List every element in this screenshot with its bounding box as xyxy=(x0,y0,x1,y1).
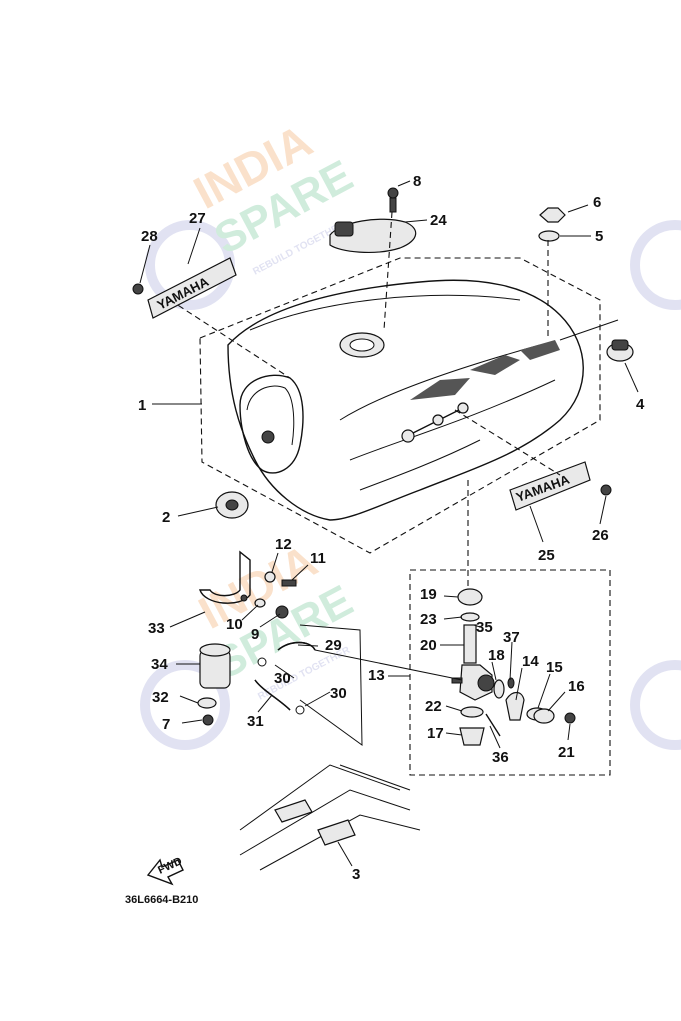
rear-damper-rubber xyxy=(606,339,634,362)
nut-and-washer xyxy=(538,207,566,242)
watermark-circle-left-bottom xyxy=(140,660,230,750)
tank-assembly-outline xyxy=(199,257,601,554)
front-damper-rubber xyxy=(215,491,249,519)
fuel-filter xyxy=(197,643,231,726)
callout-labels: 1 2 3 4 5 6 7 8 9 10 11 12 13 14 15 16 1… xyxy=(138,173,645,883)
callout-30-lower: 30 xyxy=(330,685,347,702)
callout-30-upper: 30 xyxy=(274,670,291,687)
guide-line-damper xyxy=(559,319,619,341)
fuel-cock-assembly xyxy=(451,588,576,746)
filter-bracket xyxy=(199,550,251,604)
callout-24: 24 xyxy=(430,212,447,229)
callout-12: 12 xyxy=(275,536,292,553)
forward-arrow-label: FWD xyxy=(156,855,184,876)
callout-5: 5 xyxy=(595,228,603,245)
callout-14: 14 xyxy=(522,653,539,670)
emblem-right-text: YAMAHA xyxy=(514,471,572,504)
callout-20: 20 xyxy=(420,637,437,654)
callout-9: 9 xyxy=(251,626,259,643)
callout-28: 28 xyxy=(141,228,158,245)
callout-26: 26 xyxy=(592,527,609,544)
callout-22: 22 xyxy=(425,698,442,715)
callout-37: 37 xyxy=(503,629,520,646)
callout-32: 32 xyxy=(152,689,169,706)
callout-13: 13 xyxy=(368,667,385,684)
frame-section xyxy=(239,764,421,871)
guide-line-emblem-right xyxy=(454,409,561,476)
watermark-circle-right xyxy=(630,220,681,310)
callout-16: 16 xyxy=(568,678,585,695)
callout-19: 19 xyxy=(420,586,437,603)
callout-1: 1 xyxy=(138,397,146,414)
fuel-tank xyxy=(227,279,584,521)
callout-18: 18 xyxy=(488,647,505,664)
leader-lines xyxy=(139,180,639,867)
emblem-right: YAMAHA xyxy=(509,461,612,511)
callout-11: 11 xyxy=(310,550,326,567)
callout-2: 2 xyxy=(162,509,170,526)
callout-36: 36 xyxy=(492,749,509,766)
callout-8: 8 xyxy=(413,173,421,190)
callout-31: 31 xyxy=(247,713,264,730)
fuel-cock-box xyxy=(409,569,611,776)
callout-35: 35 xyxy=(476,619,493,636)
callout-7: 7 xyxy=(162,716,170,733)
callout-25: 25 xyxy=(538,547,555,564)
callout-27: 27 xyxy=(189,210,206,227)
guide-line-emblem xyxy=(169,299,291,379)
tank-cap xyxy=(329,187,417,253)
callout-4: 4 xyxy=(636,396,645,413)
callout-6: 6 xyxy=(593,194,601,211)
watermark-bottom: INDIA SPARE REBUILD TOGETHER xyxy=(140,534,681,750)
callout-23: 23 xyxy=(420,611,437,628)
forward-arrow: FWD xyxy=(146,855,184,886)
callout-33: 33 xyxy=(148,620,165,637)
diagram-code: 36L6664-B210 xyxy=(125,894,198,906)
callout-17: 17 xyxy=(427,725,444,742)
callout-3: 3 xyxy=(352,866,360,883)
callout-15: 15 xyxy=(546,659,563,676)
hose-bracket-lines xyxy=(299,624,363,746)
callout-10: 10 xyxy=(226,616,243,633)
callout-34: 34 xyxy=(151,656,168,673)
callout-29: 29 xyxy=(325,637,342,654)
watermark-circle-right-bottom xyxy=(630,660,681,750)
callout-21: 21 xyxy=(558,744,575,761)
